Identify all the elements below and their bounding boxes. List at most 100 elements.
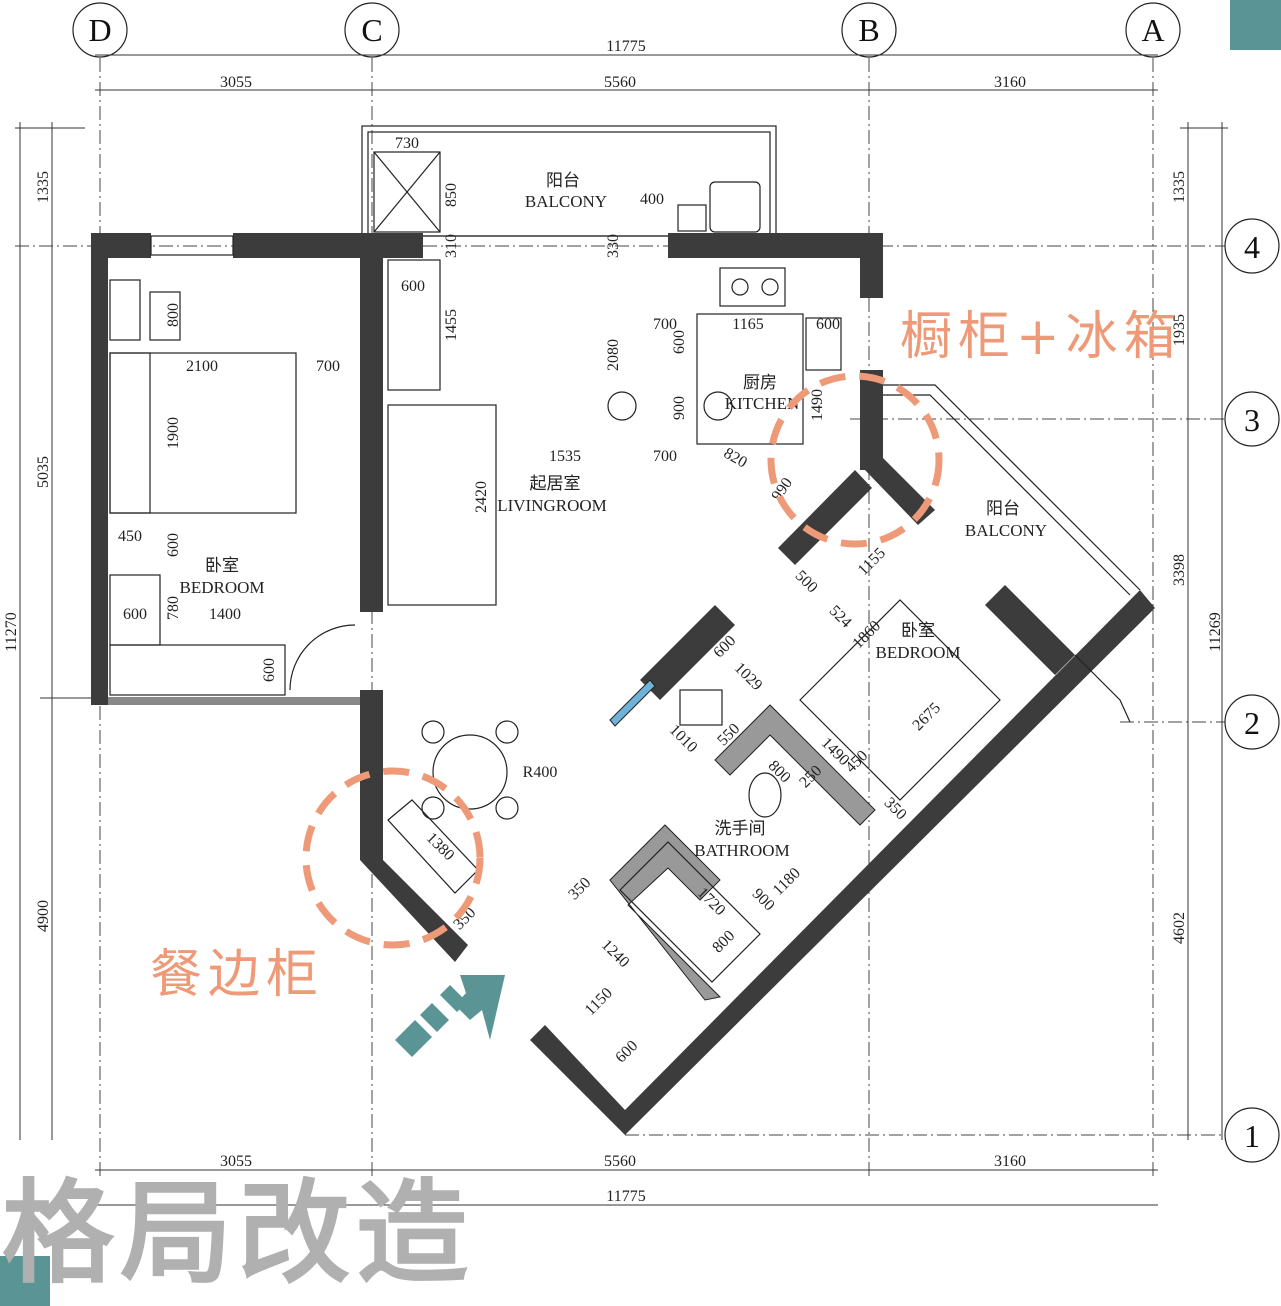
axis-label-4: 4 [1244,229,1260,265]
dimension-label: 1900 [165,417,182,449]
page-title: 格局改造 [2,1169,474,1299]
window-glass [609,679,656,727]
dimension-label: 1010 [666,721,701,756]
dimension-label: 850 [443,183,460,207]
dim-left-total: 11270 [3,612,20,651]
door-swing [289,624,356,691]
dimension-label: 1455 [443,309,460,341]
dimension-label: 350 [881,794,910,823]
entrance-arrow-icon [395,975,505,1057]
dimension-label: 2080 [605,339,622,371]
dimension-label: 1490 [809,389,826,421]
dimension-label: 600 [671,330,688,354]
dim-left-3: 4900 [35,900,52,932]
dimension-label: 700 [653,448,677,465]
annotation-sideboard: 餐边柜 [150,945,324,1005]
laundry-sink-icon [677,204,707,232]
cabinet-living [387,259,441,391]
room-label-bathroom-en: BATHROOM [694,841,789,860]
dimension-label: R400 [523,764,558,781]
dim-bottom-1: 3055 [220,1153,252,1170]
dim-top-1: 3055 [220,74,252,91]
dimension-label: 1165 [732,316,763,333]
axis-label-c: C [361,12,382,48]
dimension-label: 600 [123,606,147,623]
room-label-living-cn: 起居室 [530,474,581,494]
dimension-label: 600 [401,278,425,295]
dimension-label: 1380 [423,829,458,864]
dimension-label: 400 [640,191,664,208]
room-label-bedroom-left-cn: 卧室 [205,556,239,576]
room-label-balcony-top-cn: 阳台 [546,171,580,191]
dimension-label: 2420 [473,481,490,513]
axis-label-2: 2 [1244,705,1260,741]
window [150,235,234,256]
washing-machine-icon [709,181,761,233]
dimension-label: 2100 [186,358,218,375]
dimension-label: 1240 [598,936,633,971]
dim-left-1: 1335 [35,171,52,203]
dim-bottom-total: 11775 [606,1188,645,1205]
dim-right-2: 1935 [1171,314,1188,346]
furniture [109,259,1001,983]
balcony-right-outline [883,384,1141,591]
dim-top-2: 5560 [604,74,636,91]
room-label-bedroom-right-en: BEDROOM [875,643,960,662]
dimension-label: 700 [316,358,340,375]
desk-chair [149,291,181,341]
dimension-label: 600 [165,533,182,557]
dimension-label: 450 [118,528,142,545]
dim-bottom-3: 3160 [994,1153,1026,1170]
room-label-bedroom-right-cn: 卧室 [901,621,935,641]
dimension-label: 524 [826,602,855,631]
bathtub [619,841,761,983]
dimension-label: 2675 [909,699,944,734]
dimension-label: 600 [261,658,278,682]
washbasin-icon [679,689,723,726]
dim-right-3: 3398 [1171,554,1188,586]
room-labels: 阳台 BALCONY 厨房 KITCHEN 起居室 LIVINGROOM 卧室 … [179,171,1047,860]
dimension-label: 600 [612,1037,641,1066]
dim-right-total: 11269 [1207,612,1224,651]
dim-top-total: 11775 [606,38,645,55]
kitchen-island [696,313,804,445]
stove-icon [719,267,786,307]
dimension-label: 780 [165,596,182,620]
room-label-kitchen-cn: 厨房 [743,373,777,393]
dimension-label: 600 [816,316,840,333]
dimension-label: 900 [671,396,688,420]
toilet-icon [748,772,782,818]
room-label-bedroom-left-en: BEDROOM [179,578,264,597]
axis-label-d: D [88,12,111,48]
dimension-label: 700 [653,316,677,333]
dimension-label: 1535 [549,448,581,465]
dimension-label: 330 [605,234,622,258]
accent-square-bottom [0,1256,50,1306]
axis-label-3: 3 [1244,402,1260,438]
room-label-balcony-right-cn: 阳台 [986,499,1020,519]
dim-right-1: 1335 [1171,171,1188,203]
room-label-living-en: LIVINGROOM [497,496,607,515]
grid-axes [15,58,1225,1180]
dimension-label: 1155 [855,545,889,579]
room-label-bathroom-cn: 洗手间 [715,819,766,839]
dining-table [432,734,508,810]
dimension-label: 730 [395,135,419,152]
walls [91,233,1155,1135]
dim-right-4: 4602 [1171,912,1188,944]
dimension-label: 800 [165,303,182,327]
dimension-label: 1180 [770,865,804,899]
dimension-lines [15,54,1228,1206]
axis-bubbles: D C B A 4 3 2 1 [72,2,1280,1163]
bed-right [799,599,1001,801]
highlight-circle-sideboard [302,767,484,949]
balcony-top-outline [361,125,777,237]
dim-left-2: 5035 [35,456,52,488]
sofa [387,404,497,606]
room-label-kitchen-en: KITCHEN [725,394,800,413]
dim-bottom-2: 5560 [604,1153,636,1170]
dimension-label: 1400 [209,606,241,623]
dimension-label: 800 [765,757,794,786]
accent-square-top [1230,0,1281,50]
